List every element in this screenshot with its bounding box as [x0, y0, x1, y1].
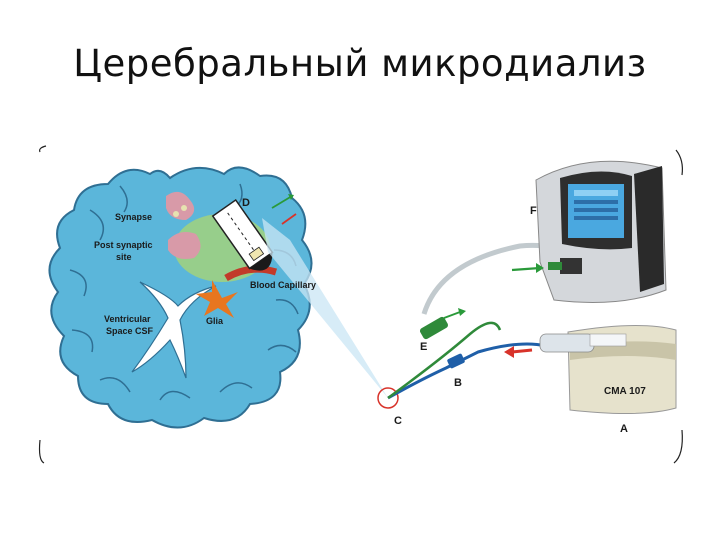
- post-synaptic-shape: [168, 232, 201, 259]
- analyzer-f: [512, 161, 666, 302]
- label-b: B: [454, 377, 462, 389]
- pump-model: CMA 107: [604, 386, 646, 397]
- label-post-synaptic-2: site: [116, 252, 132, 262]
- label-ventricular-1: Ventricular: [104, 314, 151, 324]
- frame-corner-tr: [676, 150, 682, 175]
- frame-corner-tl: [40, 146, 46, 152]
- flow-arc: [424, 245, 552, 314]
- label-e: E: [420, 341, 427, 353]
- label-f: F: [530, 205, 537, 217]
- brain-section: [49, 167, 311, 427]
- label-synapse: Synapse: [115, 212, 152, 222]
- tube-e: [388, 323, 500, 398]
- frame-corner-bl: [40, 440, 45, 463]
- label-glia: Glia: [206, 316, 224, 326]
- label-c: C: [394, 415, 402, 427]
- label-a: A: [620, 423, 628, 435]
- pump-a: CMA 107: [540, 325, 676, 413]
- label-d: D: [242, 197, 250, 209]
- frame-corner-br: [674, 430, 682, 463]
- label-ventricular-2: Space CSF: [106, 326, 154, 336]
- label-post-synaptic-1: Post synaptic: [94, 240, 153, 250]
- label-blood-capillary: Blood Capillary: [250, 280, 316, 290]
- vial-e: [419, 316, 449, 340]
